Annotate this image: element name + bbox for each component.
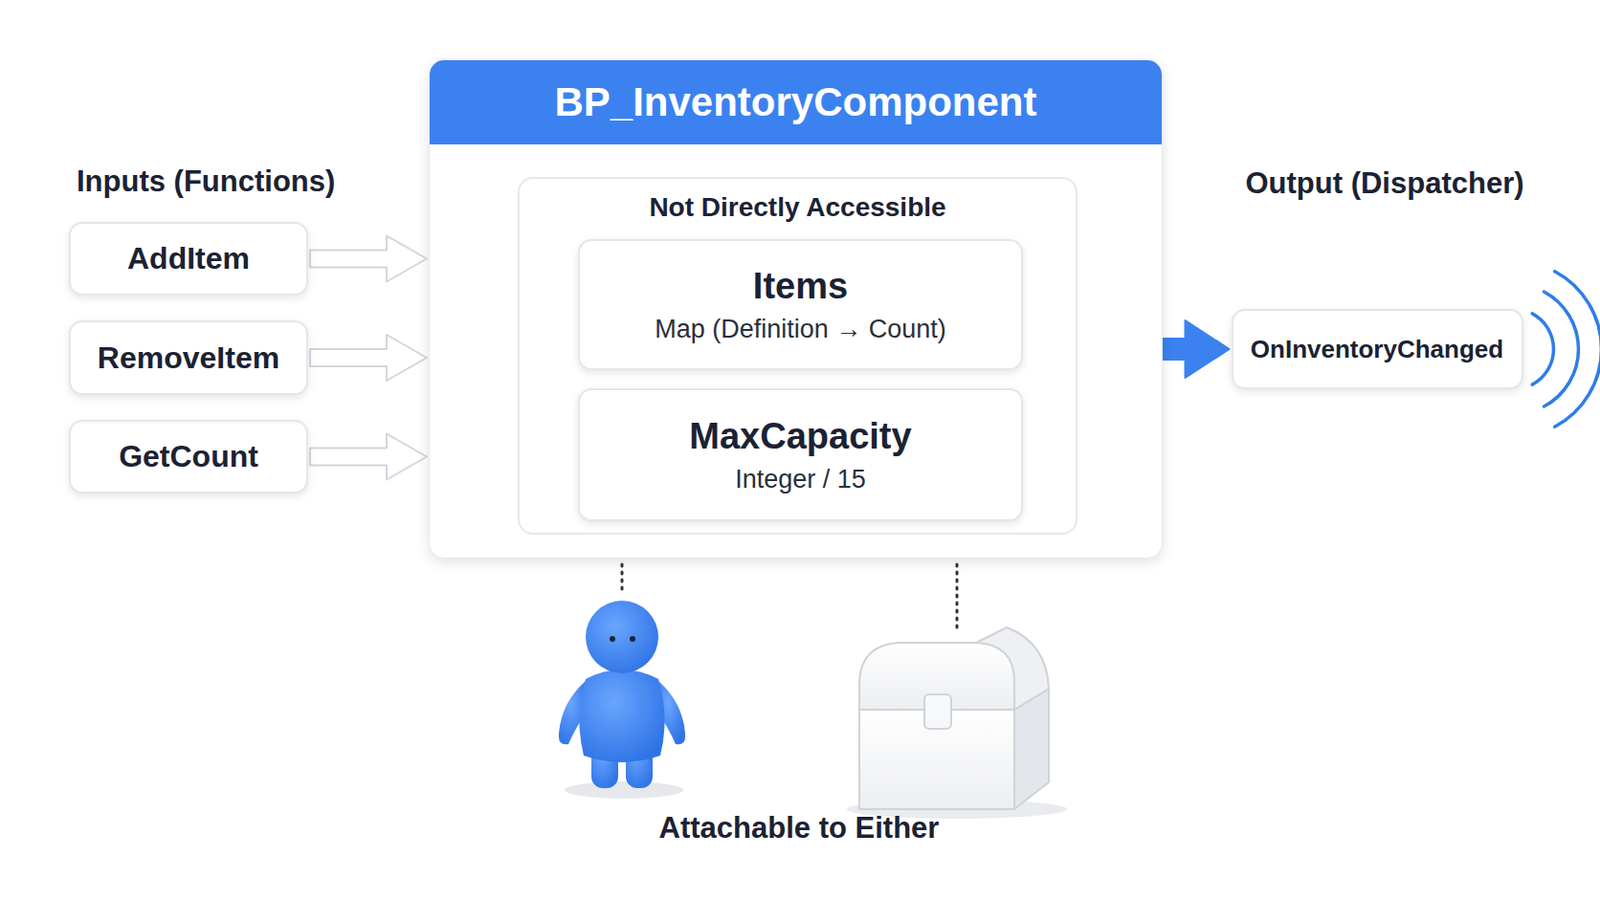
figure-shadow	[564, 781, 684, 800]
input-arrow	[310, 334, 427, 381]
variable-box: MaxCapacityInteger / 15	[577, 388, 1023, 522]
function-box: AddItem	[68, 222, 309, 296]
function-box: RemoveItem	[68, 320, 309, 396]
dotted-leader	[621, 564, 624, 596]
person-figure	[558, 600, 686, 800]
signal-arc	[1555, 271, 1600, 427]
signal-arc	[1532, 313, 1554, 385]
figure-eye	[609, 636, 616, 643]
private-group-box: Not Directly AccessibleItemsMap (Definit…	[517, 177, 1078, 535]
function-box: GetCount	[68, 420, 309, 494]
chest-latch	[924, 694, 952, 730]
figure-eye	[629, 636, 636, 643]
box-heading: AddItem	[127, 241, 250, 277]
group-heading: Not Directly Accessible	[519, 192, 1076, 223]
chest-figure	[846, 627, 1067, 820]
box-detail: Map (Definition → Count)	[654, 314, 947, 345]
signal-arcs	[1532, 271, 1600, 427]
box-heading: GetCount	[118, 439, 259, 475]
signal-arc	[1543, 291, 1578, 407]
variable-box: ItemsMap (Definition → Count)	[577, 239, 1023, 371]
box-heading: MaxCapacity	[688, 416, 912, 458]
input-arrow	[310, 236, 427, 283]
section-label: Output (Dispatcher)	[1244, 166, 1524, 201]
figure-body	[578, 669, 665, 763]
component-title: BP_InventoryComponent	[429, 60, 1162, 145]
figure-head	[585, 600, 659, 674]
box-heading: Items	[753, 266, 848, 308]
input-arrow	[310, 434, 427, 481]
component-box: BP_InventoryComponentNot Directly Access…	[428, 59, 1163, 559]
section-label: Inputs (Functions)	[76, 164, 335, 200]
dispatcher-box: OnInventoryChanged	[1231, 309, 1524, 390]
box-detail: Integer / 15	[734, 465, 867, 495]
caption-label: Attachable to Either	[659, 811, 940, 846]
box-heading: OnInventoryChanged	[1250, 334, 1504, 365]
dotted-leader	[955, 564, 959, 632]
box-heading: RemoveItem	[97, 340, 280, 377]
